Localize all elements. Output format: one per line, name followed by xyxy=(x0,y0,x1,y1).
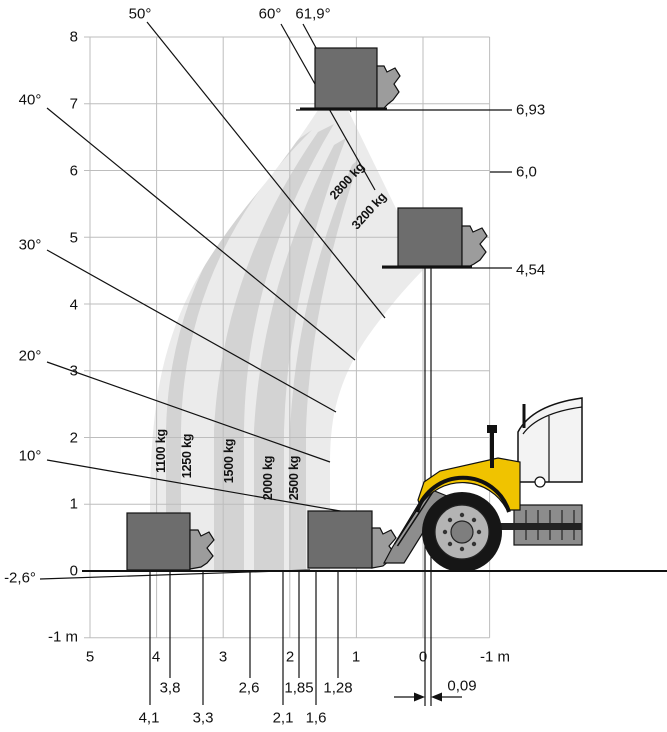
y-tick-label: 3 xyxy=(70,363,78,380)
angle-line-40 xyxy=(46,107,356,361)
machine-body xyxy=(417,457,521,511)
chassis-band xyxy=(500,523,582,530)
mirror-icon xyxy=(487,425,497,433)
angle-label: 20° xyxy=(19,348,42,365)
x-tick-label: 4 xyxy=(152,649,160,666)
x-tick-label: 3 xyxy=(219,649,227,666)
reach-label: 1,6 xyxy=(306,710,327,727)
angle-labels: 50° 60° 61,9° 40° 30° 20° 10° -2,6° xyxy=(4,6,331,587)
y-tick-label: 2 xyxy=(70,430,78,447)
bolt xyxy=(447,541,453,547)
x-tick-label: 0 xyxy=(419,649,427,666)
wheel-bolts xyxy=(442,512,482,552)
lift-height-labels: 6,93 6,0 4,54 xyxy=(516,102,545,279)
load-band xyxy=(214,124,334,571)
y-tick-label: 1 xyxy=(70,496,78,513)
height-label: 6,0 xyxy=(516,164,537,181)
bolt xyxy=(459,512,465,518)
angle-label: 10° xyxy=(19,448,42,465)
y-tick-label: 7 xyxy=(70,96,78,113)
y-tick-label: -1 m xyxy=(48,629,78,646)
bolt xyxy=(471,541,477,547)
y-tick-label: 4 xyxy=(70,297,78,314)
reach-label: 1,85 xyxy=(284,680,313,697)
load-top xyxy=(300,47,401,111)
load-box xyxy=(126,512,191,571)
reach-label: 2,6 xyxy=(239,680,260,697)
angle-line-20 xyxy=(46,361,331,463)
x-tick-label: -1 m xyxy=(480,649,510,666)
angle-line-10 xyxy=(46,459,347,513)
y-tick-label: 0 xyxy=(70,563,78,580)
reach-label: 2,1 xyxy=(273,710,294,727)
load-label: 1100 kg xyxy=(154,429,168,473)
y-tick-label: 6 xyxy=(70,163,78,180)
angle-label: -2,6° xyxy=(4,570,36,587)
bolt xyxy=(476,529,482,535)
angle-label: 30° xyxy=(19,237,42,254)
bolt xyxy=(459,546,465,552)
x-tick-label: 5 xyxy=(86,649,94,666)
mudguard xyxy=(415,475,511,513)
reach-dimension-labels: 3,8 2,6 1,85 1,28 0,09 4,1 3,3 2,1 1,6 xyxy=(139,678,477,727)
y-tick-label: 8 xyxy=(70,29,78,46)
bolt xyxy=(447,517,453,523)
angle-line-50 xyxy=(146,21,386,319)
load-box xyxy=(397,207,463,267)
reach-label: 1,28 xyxy=(323,680,352,697)
load-positions xyxy=(126,47,488,571)
height-label: 4,54 xyxy=(516,262,545,279)
angle-label: 61,9° xyxy=(295,6,330,23)
x-axis-labels: 5 4 3 2 1 0 -1 m xyxy=(86,649,510,666)
reach-label: 4,1 xyxy=(139,710,160,727)
y-axis-labels: 8 7 6 5 4 3 2 1 0 -1 m xyxy=(48,29,78,646)
load-bottom-near xyxy=(307,510,397,569)
reach-label: 3,8 xyxy=(160,680,181,697)
angle-label: 60° xyxy=(259,6,282,23)
load-band xyxy=(254,138,346,571)
arrow-left-icon xyxy=(431,692,442,702)
arrow-right-icon xyxy=(414,692,425,702)
telehandler-machine xyxy=(383,397,583,572)
bolt xyxy=(471,517,477,523)
angle-label: 40° xyxy=(19,92,42,109)
angle-line-30 xyxy=(46,249,337,413)
reach-label: 3,3 xyxy=(193,710,214,727)
light-icon xyxy=(534,476,546,488)
fork-carriage xyxy=(376,65,401,109)
cab xyxy=(517,397,583,483)
cab-roof-line xyxy=(522,406,583,435)
load-label: 1500 kg xyxy=(222,439,236,483)
hub xyxy=(450,520,474,544)
y-tick-label: 5 xyxy=(70,230,78,247)
load-label: 1250 kg xyxy=(180,434,194,478)
x-tick-label: 1 xyxy=(352,649,360,666)
reach-label: 0,09 xyxy=(447,678,476,695)
load-label: 2500 kg xyxy=(287,456,301,500)
fork-carriage xyxy=(461,225,488,267)
load-band xyxy=(290,158,360,571)
load-middle xyxy=(382,207,488,269)
load-box xyxy=(307,510,373,569)
bolt xyxy=(442,529,448,535)
fork-carriage xyxy=(189,529,215,570)
height-label: 6,93 xyxy=(516,102,545,119)
load-label: 2000 kg xyxy=(261,456,275,500)
load-box xyxy=(314,47,378,109)
load-bottom-far xyxy=(126,512,215,571)
angle-label: 50° xyxy=(129,6,152,23)
x-tick-label: 2 xyxy=(286,649,294,666)
